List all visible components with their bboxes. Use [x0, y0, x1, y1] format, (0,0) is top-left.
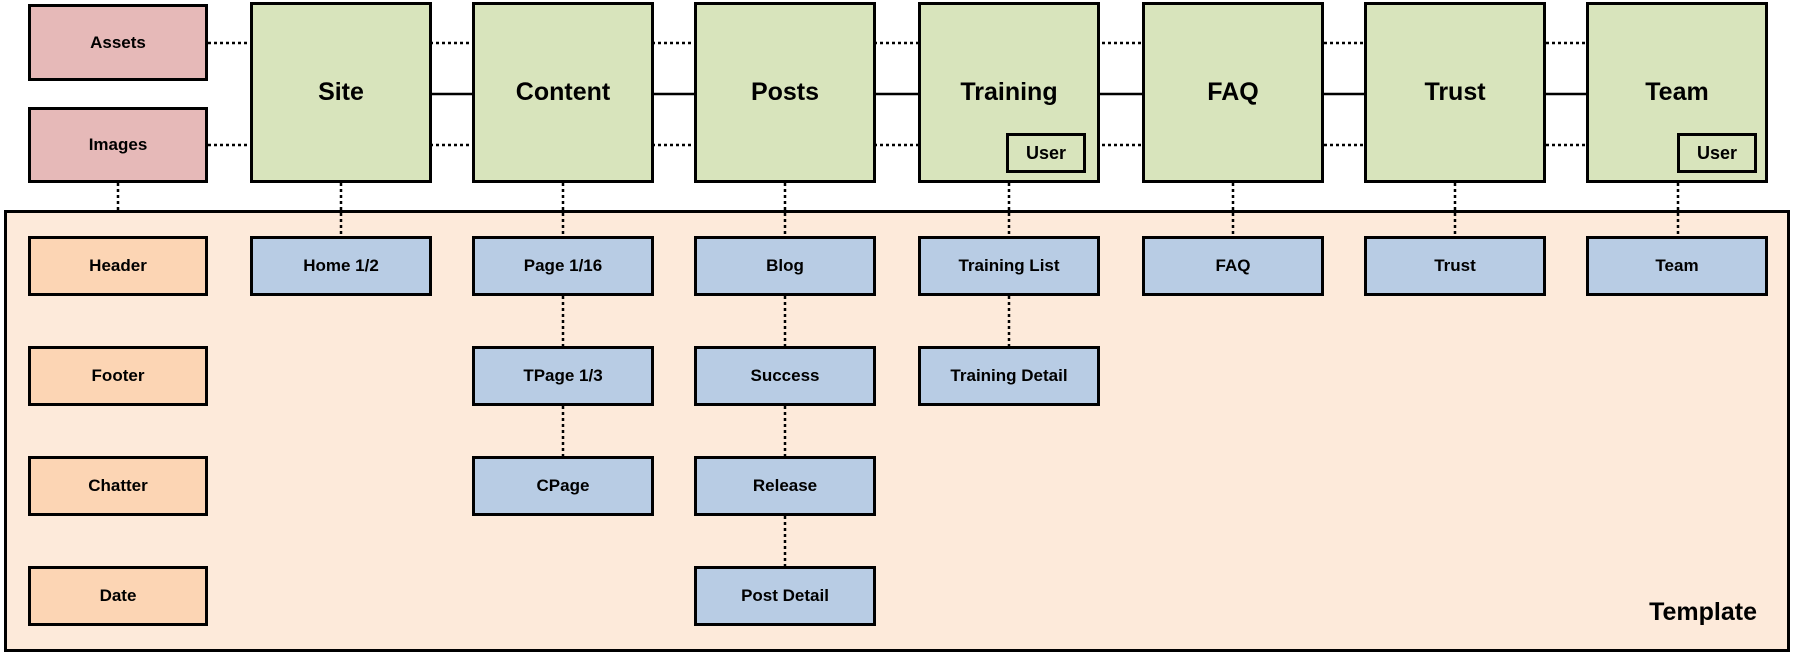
page-post-detail: Post Detail — [694, 566, 876, 626]
section-training: Training User — [918, 2, 1100, 183]
section-team: Team User — [1586, 2, 1768, 183]
page-blog: Blog — [694, 236, 876, 296]
user-badge: User — [1677, 133, 1757, 173]
source-assets: Assets — [28, 4, 208, 81]
page-cpage: CPage — [472, 456, 654, 516]
section-content: Content — [472, 2, 654, 183]
template-part-date: Date — [28, 566, 208, 626]
user-badge: User — [1006, 133, 1086, 173]
page-release: Release — [694, 456, 876, 516]
template-part-chatter: Chatter — [28, 456, 208, 516]
section-site: Site — [250, 2, 432, 183]
page-trust: Trust — [1364, 236, 1546, 296]
section-faq: FAQ — [1142, 2, 1324, 183]
template-part-header: Header — [28, 236, 208, 296]
page-home: Home 1/2 — [250, 236, 432, 296]
page-tpage: TPage 1/3 — [472, 346, 654, 406]
page-team: Team — [1586, 236, 1768, 296]
source-images: Images — [28, 107, 208, 183]
page-training-list: Training List — [918, 236, 1100, 296]
page-training-detail: Training Detail — [918, 346, 1100, 406]
page-faq: FAQ — [1142, 236, 1324, 296]
page-page: Page 1/16 — [472, 236, 654, 296]
section-trust: Trust — [1364, 2, 1546, 183]
template-label: Template — [1649, 598, 1757, 626]
section-posts: Posts — [694, 2, 876, 183]
page-success: Success — [694, 346, 876, 406]
template-part-footer: Footer — [28, 346, 208, 406]
